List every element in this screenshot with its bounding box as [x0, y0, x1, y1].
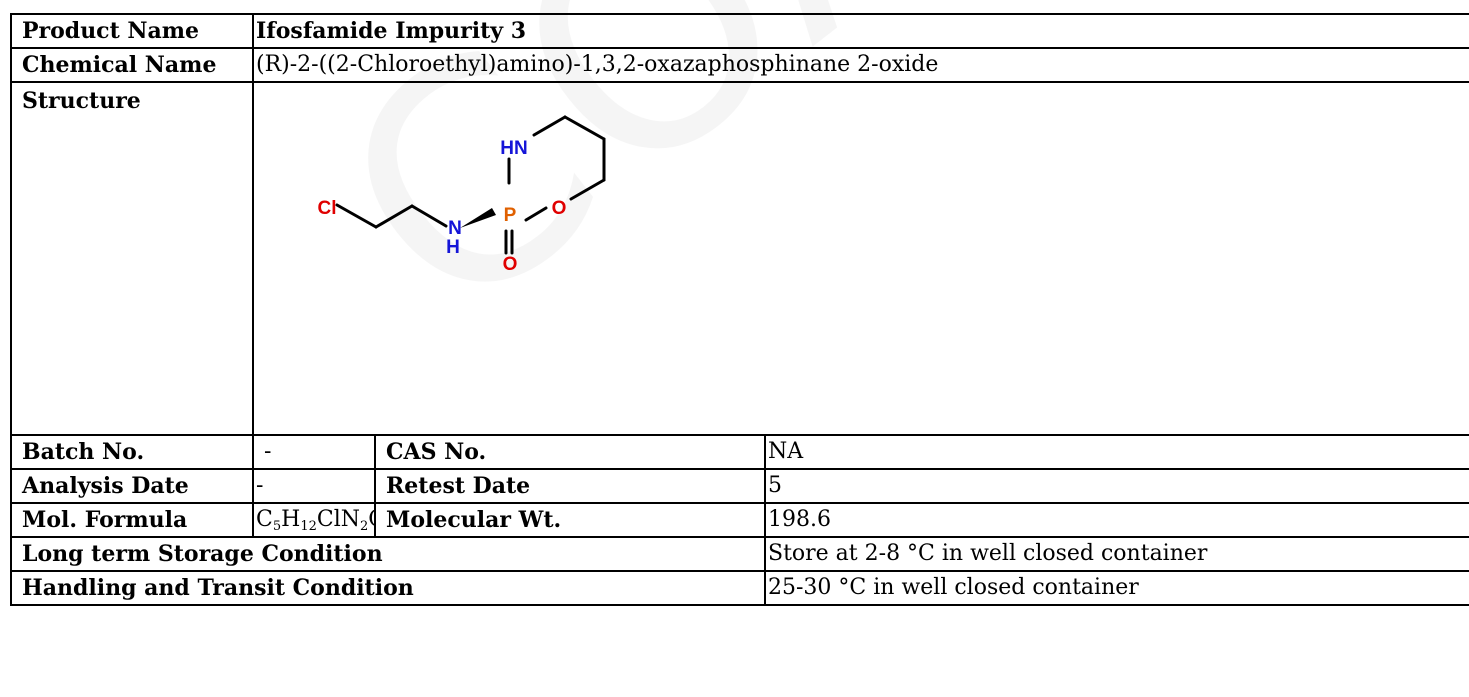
bond-c4-hn	[532, 115, 567, 137]
row-long-term-storage: Long term Storage Condition Store at 2-8…	[10, 536, 1469, 572]
atom-o-ring: O	[552, 198, 567, 219]
handling-value: 25-30 °C in well closed container	[763, 570, 1469, 606]
chemical-structure-image: Cl N H P O O HN	[318, 115, 606, 275]
atom-p: P	[504, 205, 517, 226]
row-batch-cas: Batch No. - CAS No. NA	[10, 434, 1469, 470]
atom-o-double: O	[503, 254, 518, 275]
atom-n-chain: N	[448, 218, 462, 239]
row-structure: Structure Cl N H	[10, 81, 1469, 436]
retest-date-label: Retest Date	[374, 468, 766, 504]
retest-date-value: 5	[763, 468, 1469, 504]
product-name-label: Product Name	[10, 13, 254, 49]
bond-cl-c1	[335, 203, 378, 229]
coa-table: Product Name Ifosfamide Impurity 3 Chemi…	[10, 13, 1469, 606]
batch-no-label: Batch No.	[10, 434, 254, 470]
structure-cell: Cl N H P O O HN	[251, 81, 1469, 436]
analysis-date-label: Analysis Date	[10, 468, 254, 504]
bond-c2-n	[410, 204, 448, 228]
row-analysis-retest: Analysis Date - Retest Date 5	[10, 468, 1469, 504]
bond-p-o-ring	[524, 206, 548, 222]
bond-wedge-n-p	[460, 208, 496, 228]
cas-no-value: NA	[763, 434, 1469, 470]
analysis-date-value: -	[252, 468, 376, 504]
bond-o-c6	[569, 178, 606, 201]
cas-no-label: CAS No.	[374, 434, 766, 470]
atom-hn-ring: HN	[500, 138, 527, 159]
atom-cl: Cl	[318, 198, 337, 219]
chemical-name-value: (R)-2-((2-Chloroethyl)amino)-1,3,2-oxaza…	[251, 47, 1469, 83]
row-product-name: Product Name Ifosfamide Impurity 3	[10, 13, 1469, 49]
structure-label: Structure	[10, 81, 254, 436]
bond-c5-c4	[563, 115, 606, 141]
molecular-wt-label: Molecular Wt.	[374, 502, 766, 538]
mol-formula-label: Mol. Formula	[10, 502, 254, 538]
structure-bonds	[335, 115, 606, 255]
long-term-storage-value: Store at 2-8 °C in well closed container	[763, 536, 1469, 572]
atom-h-chain: H	[446, 237, 460, 258]
molecular-wt-value: 198.6	[763, 502, 1469, 538]
chemical-name-label: Chemical Name	[10, 47, 254, 83]
long-term-storage-label: Long term Storage Condition	[10, 536, 766, 572]
row-chemical-name: Chemical Name (R)-2-((2-Chloroethyl)amin…	[10, 47, 1469, 83]
handling-label: Handling and Transit Condition	[10, 570, 766, 606]
row-handling: Handling and Transit Condition 25-30 °C …	[10, 570, 1469, 606]
product-name-value: Ifosfamide Impurity 3	[251, 13, 1469, 49]
bond-c1-c2	[374, 204, 414, 229]
batch-no-value: -	[252, 434, 376, 470]
mol-formula-value: C5H12ClN2O2P	[252, 502, 376, 538]
row-formula-weight: Mol. Formula C5H12ClN2O2P Molecular Wt. …	[10, 502, 1469, 538]
